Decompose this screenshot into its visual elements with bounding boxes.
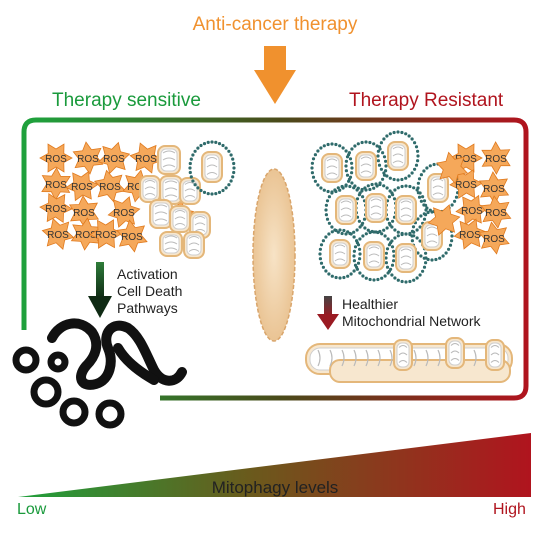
mitochondrion <box>201 151 223 183</box>
ros-label: ROS <box>127 182 149 193</box>
ros-label: ROS <box>135 154 157 165</box>
cell-border-left <box>21 117 37 330</box>
mitochondrion <box>183 231 205 259</box>
activation-label: Activation Cell Death Pathways <box>117 266 183 316</box>
mitochondrion <box>159 231 183 257</box>
mitochondria-cluster-right <box>321 141 449 273</box>
ros-label: ROS <box>73 208 95 219</box>
fragmented-mito-rings <box>12 346 125 429</box>
ros-star: ROS <box>478 171 510 205</box>
mitochondrion <box>159 175 183 205</box>
autophagosome-left <box>188 140 236 196</box>
nucleus <box>252 168 296 342</box>
ros-label: ROS <box>45 154 67 165</box>
mitochondrion <box>139 175 161 203</box>
mitochondrion <box>157 145 181 175</box>
mitochondrion <box>395 195 417 225</box>
ros-star <box>436 151 468 185</box>
cell-border <box>36 117 529 401</box>
ros-star: ROS <box>68 195 100 229</box>
mitophagy-wedge <box>18 433 531 497</box>
ros-label: ROS <box>461 206 483 217</box>
mitochondrion <box>329 239 351 269</box>
ros-label: ROS <box>75 230 97 241</box>
mitophagy-levels-label: Mitophagy levels <box>211 478 339 497</box>
ros-star: ROS <box>97 141 131 175</box>
autophagosome-membrane <box>318 228 362 280</box>
ros-star: ROS <box>478 221 510 255</box>
ros-star: ROS <box>72 141 104 175</box>
ros-label: ROS <box>45 180 67 191</box>
ros-label: ROS <box>95 230 117 241</box>
mitochondrion <box>363 241 385 271</box>
therapy-resistant-label: Therapy Resistant <box>349 90 504 111</box>
ros-star: ROS <box>481 141 511 175</box>
ros-label: ROS <box>77 154 99 165</box>
ros-label: ROS <box>485 208 507 219</box>
ros-star: ROS <box>65 170 99 202</box>
ros-label: ROS <box>113 208 135 219</box>
ros-label: ROS <box>483 234 505 245</box>
autophagosome-membrane <box>376 130 420 182</box>
mitochondria-cluster-left <box>139 145 211 259</box>
mitochondrial-network <box>305 337 513 383</box>
ros-star: ROS <box>39 143 73 173</box>
mitochondrion <box>321 153 343 183</box>
mitochondrion <box>335 195 357 225</box>
ros-label: ROS <box>455 180 477 191</box>
ros-label: ROS <box>71 182 93 193</box>
ros-label: ROS <box>483 184 505 195</box>
autophagosome-membrane <box>188 140 236 196</box>
ros-star: ROS <box>89 219 123 249</box>
ros-star: ROS <box>116 219 148 253</box>
mitochondrion <box>387 141 409 171</box>
mitochondrion <box>485 339 505 371</box>
ros-star: ROS <box>480 195 512 229</box>
mitochondrion <box>445 337 465 369</box>
ros-star: ROS <box>107 196 141 228</box>
ros-label: ROS <box>99 182 121 193</box>
healthier-arrow <box>317 296 339 330</box>
ros-label: ROS <box>455 154 477 165</box>
activation-arrow <box>88 262 112 318</box>
mitochondrion <box>395 243 417 273</box>
mito-network-label: Healthier Mitochondrial Network <box>342 296 481 329</box>
ros-star: ROS <box>93 169 127 203</box>
mitochondrion <box>365 193 387 223</box>
mitochondrion <box>179 177 201 205</box>
mitochondrion <box>169 205 191 233</box>
ros-star: ROS <box>455 194 489 226</box>
mitochondrion <box>427 173 449 203</box>
mitochondrion <box>149 199 173 229</box>
mito-network-tube <box>329 359 511 383</box>
fragmented-mitochondria <box>47 318 187 390</box>
ros-label: ROS <box>121 232 143 243</box>
ros-label: ROS <box>47 230 69 241</box>
ros-label: ROS <box>45 204 67 215</box>
mitochondrion <box>393 339 413 371</box>
autophagosome-membrane <box>352 230 396 282</box>
ros-star <box>427 204 461 236</box>
mitochondrion <box>355 151 377 181</box>
low-label: Low <box>17 501 47 518</box>
ros-star: ROS <box>41 218 75 250</box>
ros-star: ROS <box>41 167 71 201</box>
therapy-sensitive-label: Therapy sensitive <box>52 90 201 111</box>
ros-label: ROS <box>459 230 481 241</box>
ros-label: ROS <box>103 154 125 165</box>
therapy-arrow <box>254 46 296 104</box>
therapy-title: Anti-cancer therapy <box>192 14 358 35</box>
ros-label: ROS <box>485 154 507 165</box>
high-label: High <box>493 501 526 518</box>
